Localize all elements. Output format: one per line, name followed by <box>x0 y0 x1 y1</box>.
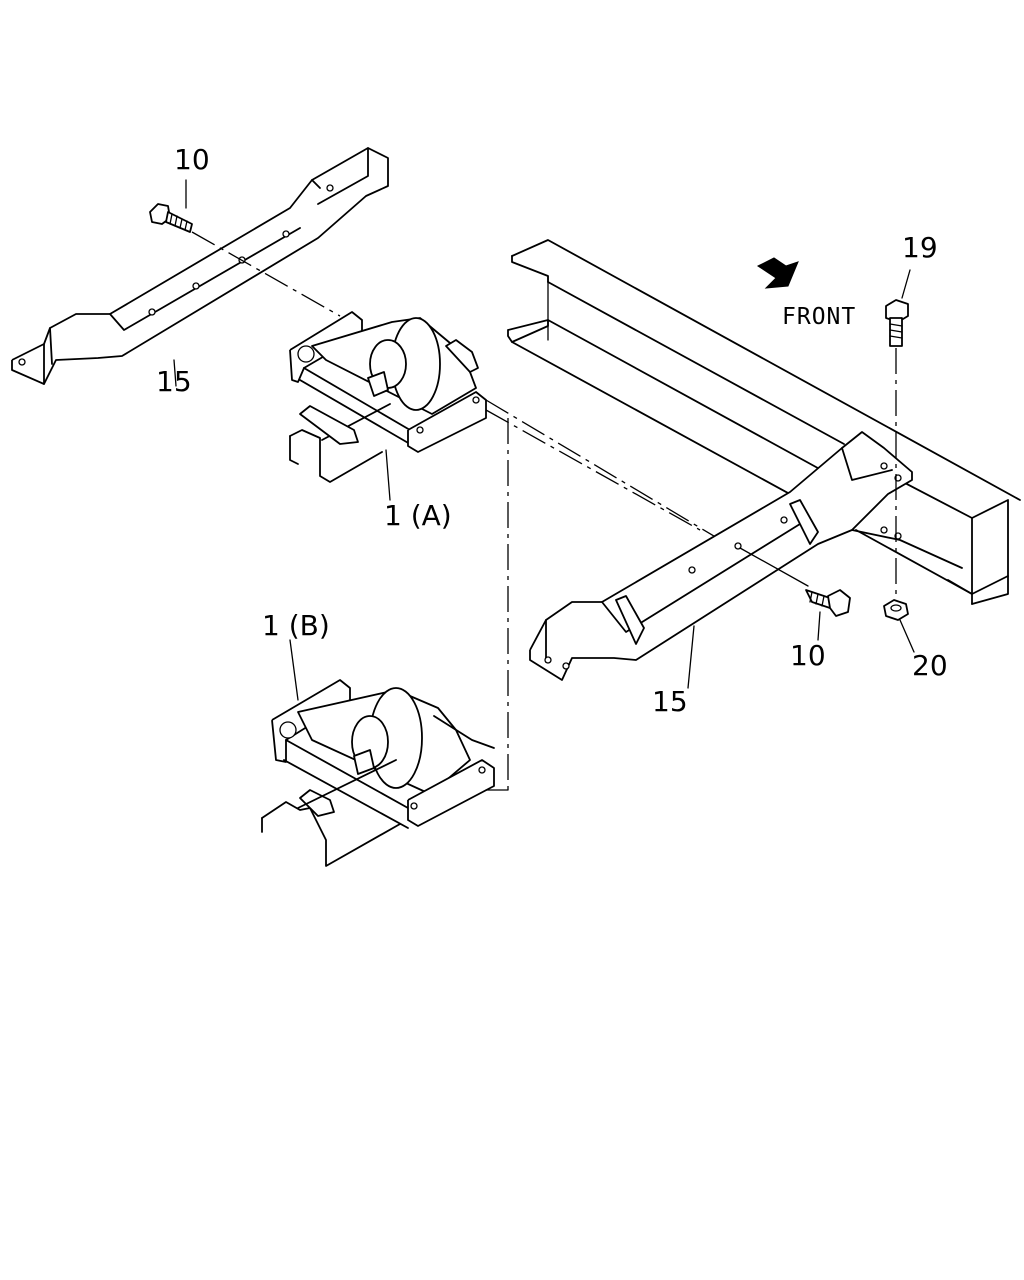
nut-right <box>883 599 909 621</box>
chassis-channel <box>507 239 1021 605</box>
label-nut-right: 20 <box>912 649 948 682</box>
frame-member-lower <box>529 431 963 681</box>
front-arrow-icon <box>757 257 799 289</box>
label-bolt-upper: 10 <box>174 143 210 176</box>
bolt-right <box>885 299 909 347</box>
bolt-upper <box>149 203 193 233</box>
bolt-lower <box>805 589 851 617</box>
label-bracket-b: 1 (B) <box>262 609 330 642</box>
front-direction-label: FRONT <box>782 304 857 330</box>
label-bolt-right: 19 <box>902 231 938 264</box>
bracket-b <box>261 679 495 867</box>
leader-frame-upper <box>173 359 177 387</box>
label-bolt-lower: 10 <box>790 639 826 672</box>
label-frame-lower: 15 <box>652 685 688 718</box>
label-bracket-a: 1 (A) <box>384 499 452 532</box>
label-frame-upper: 15 <box>156 365 192 398</box>
bracket-a <box>289 311 487 483</box>
leader-frame-lower <box>687 625 695 689</box>
frame-member-upper <box>11 147 389 385</box>
